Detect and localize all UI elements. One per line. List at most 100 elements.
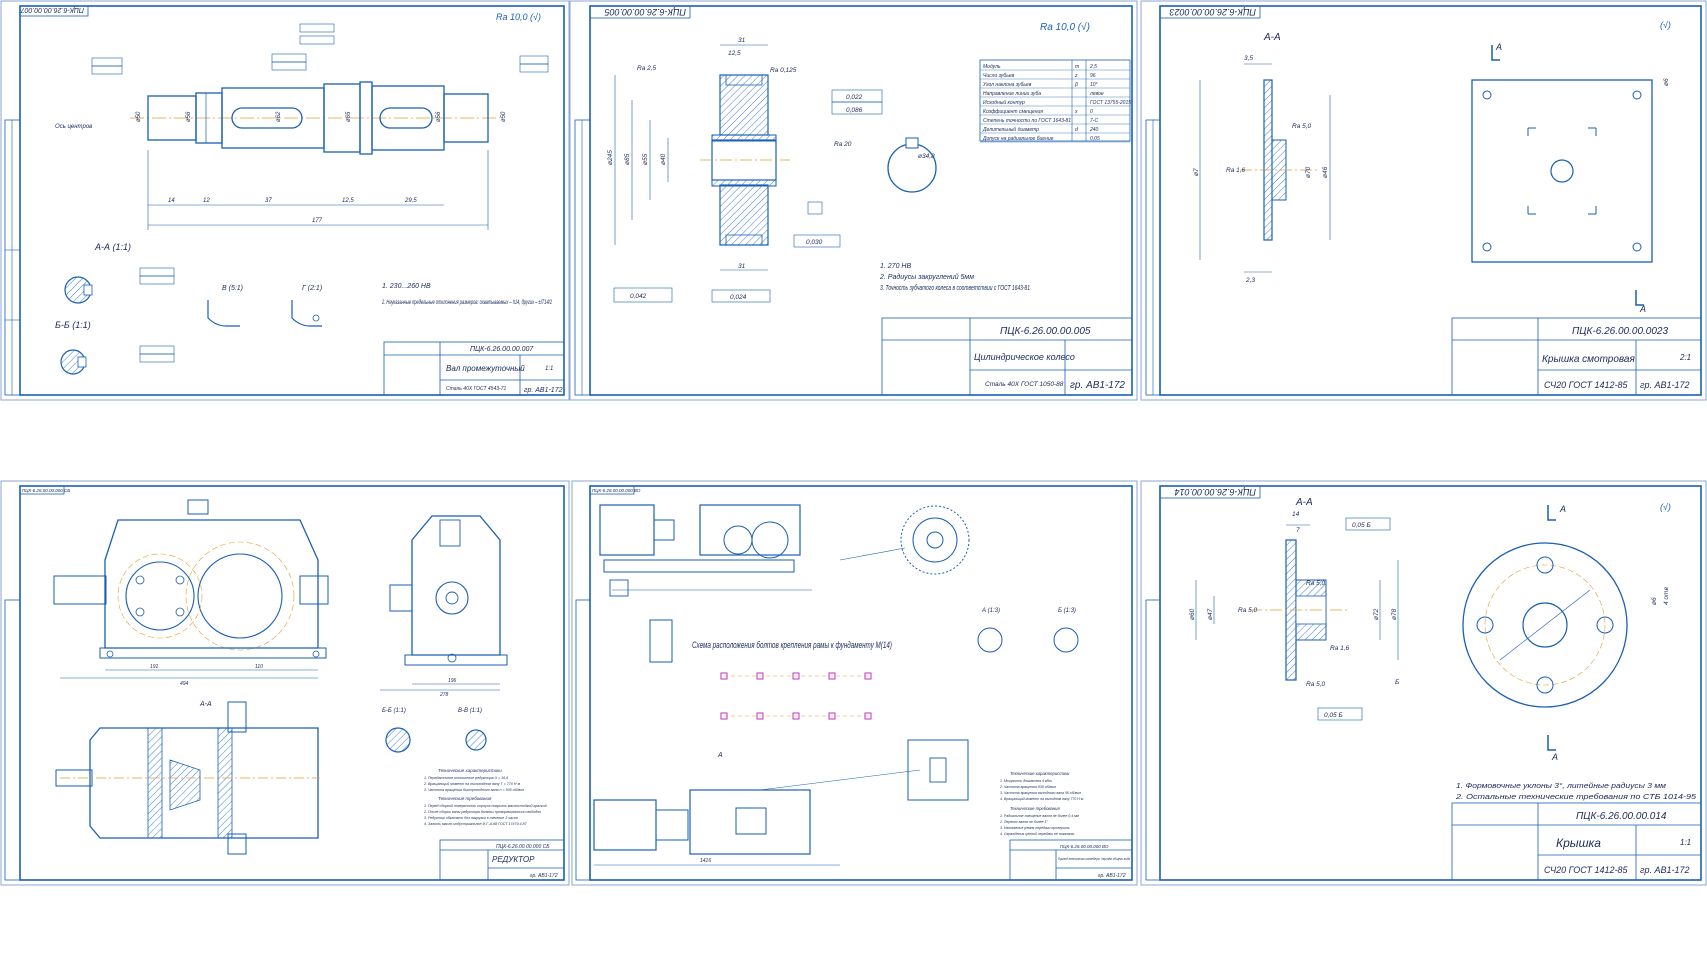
shaft-dim-2: 12 [203,198,210,204]
sheet1-code-top: ПЦК-6.26.00.00.007 [20,6,84,13]
shaft-note-1: 1. 230...260 НВ [382,283,431,290]
shaft-title-code: ПЦК-6.26.00.00.007 [470,346,534,353]
sheet-inspection-cover-drawing: ПЦК-6.26.00.00.0023 (√) А-А 3,5 Ra 5,0 R… [1140,0,1707,401]
param-name: Угол наклона зубьев [983,82,1032,88]
param-symbol: m [1075,64,1079,70]
cover-rough-2: Ra 1,6 [1226,167,1246,174]
drive-notes-heading: Технические характеристики [1010,771,1070,776]
gear-dim-width: 31 [738,37,746,44]
lid-title-name: Крышка [1556,836,1601,850]
sheet-drive-general-view: ПЦК-6.26.00.00.000 ВО Схема расположения… [571,480,1138,886]
bolt-layout-scheme [720,672,872,720]
lid-dia-3: ø72 [1373,608,1380,620]
cover-dim-2: 2,3 [1245,277,1255,284]
drive-notes2-heading: Технические требования [1010,806,1060,811]
bolt-hole [792,672,800,680]
drive-note-1: 1. Мощность двигателя 4 кВт [1000,779,1052,783]
shaft-view-v-label: В (5:1) [222,285,243,292]
param-value: 2,5 [1089,64,1097,70]
bolt-hole [864,712,872,720]
lid-rough-3: Ra 1,6 [1330,645,1350,652]
gear-title-group: гр. АВ1-172 [1070,380,1125,391]
param-symbol: β [1074,82,1078,88]
cover-section [1240,79,1320,241]
lid-rough-2: Ra 5,0 [1238,607,1258,614]
sheet2-roughness: Ra 10,0 (√) [1040,21,1090,33]
param-name: Делительный диаметр [982,126,1039,133]
reducer-title-code: ПЦК-6.26.00.00.000 СБ [496,844,550,850]
lid-section-label: А-А [1295,497,1313,508]
param-value: ГОСТ 13755-2015 [1090,100,1131,106]
shaft-title-name: Вал промежуточный [446,364,525,373]
drive-title-name: Привод ленточного конвейера. Чертёж обще… [1058,857,1130,861]
gear-bore-dia: ø34,8 [918,153,935,160]
drive-title-code: ПЦК-6.26.00.00.000 ВО [1060,844,1109,849]
lid-arrow-a-top: А [1559,504,1566,514]
gear-param-table [979,59,1131,142]
param-name: Допуск на радиальное биение [982,136,1054,142]
drive-label-a: А [717,752,723,759]
sheet6-roughness: (√) [1660,502,1671,512]
param-value: 10° [1090,82,1098,88]
drive-view-b [1053,627,1079,653]
cover-arrow-a-bottom: А [1639,304,1646,314]
cover-title-block [1451,317,1702,396]
drive-note2-4: 4. Ограждения цепной передачи не показан… [1000,832,1075,836]
cover-title-code: ПЦК-6.26.00.00.0023 [1572,326,1668,337]
reducer-section-vv-label: В-В (1:1) [458,708,482,714]
reducer-section-vv [465,729,487,751]
cover-title-scale: 2:1 [1679,353,1691,362]
bolt-hole [720,712,728,720]
gear-rough-3: Ra 20 [834,141,852,148]
cover-dia-1: ø70 [1305,166,1312,178]
reducer-note-1: 1. Передаточное отношение редуктора U = … [424,776,508,780]
reducer-note2-2: 2. После сборки валы редуктора должны пр… [423,810,541,814]
param-value: 0 [1090,109,1093,115]
reducer-front-view [53,499,329,659]
gear-tol-3: 0,030 [806,239,823,246]
lid-note-2: 2. Остальные технические требования по С… [1455,792,1697,801]
cover-dia-3: ø7 [1193,168,1200,176]
bolt-hole [864,672,872,680]
shaft-dia-6: ø50 [501,111,507,122]
gear-dim-hub: 12,5 [728,50,741,57]
param-value: 240 [1089,127,1099,133]
gear-dia-1: ø245 [607,150,614,165]
reducer-dim-1: 191 [150,664,159,670]
gear-tol-4: 0,042 [630,293,647,300]
gear-title-name: Цилиндрическое колесо [974,352,1075,362]
lid-dia-4: ø78 [1391,608,1398,620]
gear-rough-1: Ra 2,5 [637,65,657,72]
lid-plan-view [1462,505,1628,751]
drive-view-a-label: А (1:3) [981,608,1000,614]
param-name: Модуль [983,64,1001,70]
cover-arrow-a-top: А [1495,42,1502,52]
sheet1-roughness: Ra 10,0 (√) [496,12,541,22]
bolt-hole [756,712,764,720]
reducer-notes-heading: Технические характеристики [438,768,502,773]
lid-rough-1: Ra 5,0 [1306,580,1326,587]
reducer-dim-2: 110 [255,664,263,670]
drive-note2-1: 1. Радиальное смещение валов не более 0,… [1000,814,1080,818]
gear-tol-5: 0,024 [730,294,747,301]
sheet6-code-top: ПЦК-6.26.00.00.014 [1175,487,1256,497]
drive-note-3: 3. Частота вращения выходного вала 56 об… [1000,791,1081,795]
reducer-note-2: 2. Вращающий момент на тихоходном валу T… [423,782,521,786]
shaft-dia-5: ø56 [436,111,442,122]
drive-scheme-caption-1: Схема расположения болтов крепления рамы… [692,640,892,650]
shaft-dim-4: 12,5 [342,198,354,204]
param-value: 0,05 [1090,136,1100,142]
reducer-title-name: РЕДУКТОР [492,855,535,864]
lid-title-scale: 1:1 [1680,838,1691,847]
cover-title-group: гр. АВ1-172 [1640,380,1689,390]
lid-dim-1: 14 [1292,511,1300,518]
reducer-note2-3: 3. Редуктор обкатать без нагрузки в тече… [424,816,518,820]
param-name: Исходный контур [983,99,1025,106]
shaft-axis-label: Ось центров [55,124,92,130]
reducer-section-bb-label: Б-Б (1:1) [382,708,406,714]
shaft-view-g-label: Г (2:1) [302,285,322,292]
gear-note-1: 1. 270 НВ [880,263,911,270]
bolt-hole [792,712,800,720]
drive-title-group: гр. АВ1-172 [1098,873,1126,879]
gear-note-3: 3. Точность зубчатого колеса в соответст… [880,284,1030,292]
